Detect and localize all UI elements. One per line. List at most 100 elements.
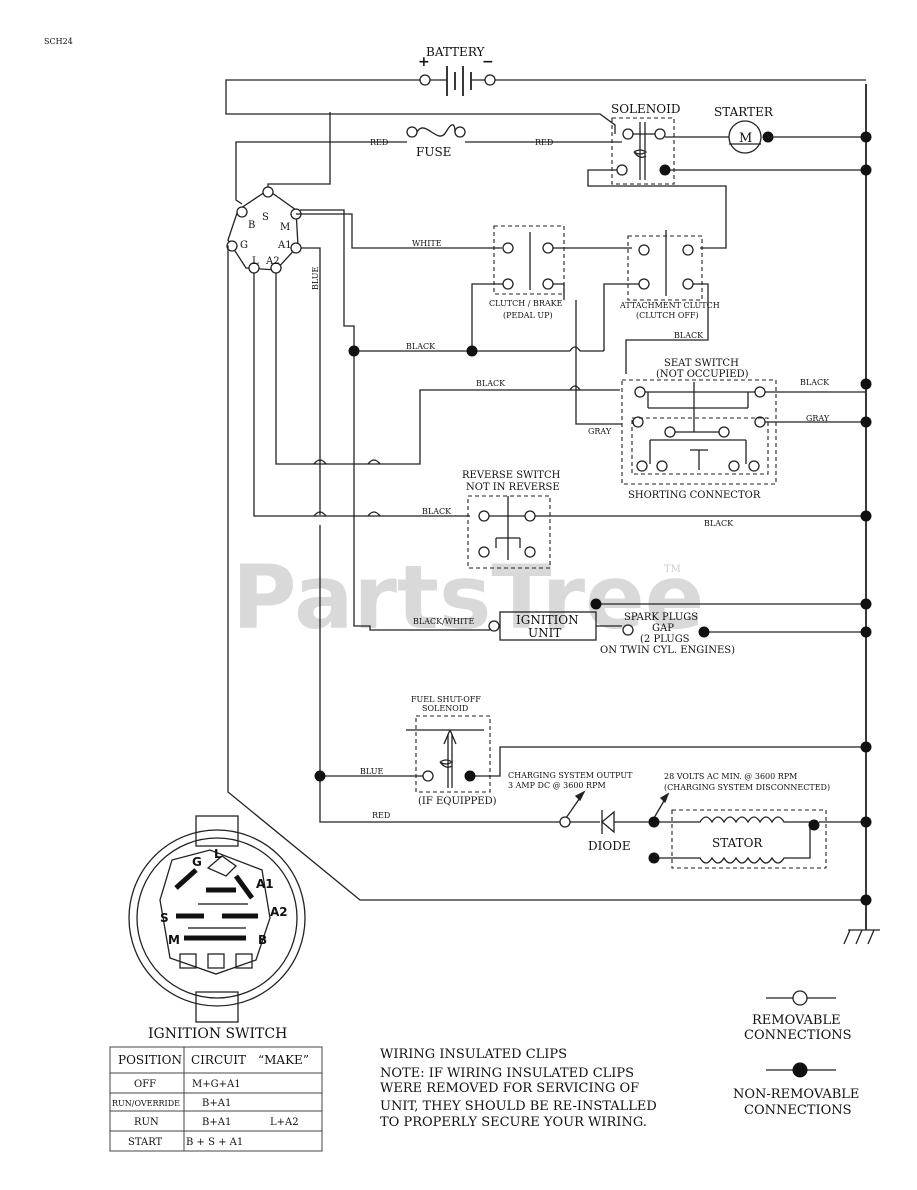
wire-red-3: RED xyxy=(372,811,390,820)
notes-line: TO PROPERLY SECURE YOUR WIRING. xyxy=(380,1115,647,1130)
table-row-circuit: B+A1 xyxy=(202,1117,231,1128)
table-row-position: START xyxy=(128,1137,163,1148)
notes-line: UNIT, THEY SHOULD BE RE-INSTALLED xyxy=(380,1099,657,1114)
table-header-make: “MAKE” xyxy=(258,1053,309,1067)
wire-black-1: BLACK xyxy=(406,342,436,351)
starter-solenoid: SOLENOID xyxy=(611,102,681,185)
wire-black-3: BLACK xyxy=(800,378,830,387)
ignition-switch-title: IGNITION SWITCH xyxy=(148,1026,287,1042)
wire-black-5: BLACK xyxy=(704,519,734,528)
wire-black-white: BLACK/WHITE xyxy=(413,617,474,626)
face-a2: A2 xyxy=(270,905,288,919)
charging-output-1: CHARGING SYSTEM OUTPUT xyxy=(508,771,633,780)
table-row-circuit: B+A1 xyxy=(202,1098,231,1109)
face-b: B xyxy=(258,933,267,947)
clutch-brake-switch: CLUTCH / BRAKE (PEDAL UP) xyxy=(489,225,565,320)
stator-label: STATOR xyxy=(712,836,763,850)
face-s: S xyxy=(160,911,169,925)
fuel-solenoid-label-1: FUEL SHUT-OFF xyxy=(411,695,481,704)
clutch-brake-label-1: CLUTCH / BRAKE xyxy=(489,299,563,308)
sheet-code: SCH24 xyxy=(44,37,73,46)
table-row-make: L+A2 xyxy=(270,1117,299,1128)
battery-plus: + xyxy=(418,54,430,70)
table-row-position: RUN xyxy=(134,1117,159,1128)
starter-label: STARTER xyxy=(714,105,774,119)
wire-black-2: BLACK xyxy=(476,379,506,388)
ignition-switch-face: G L A1 S A2 M B xyxy=(128,815,306,1023)
pin-b: B xyxy=(248,220,255,231)
fuse: FUSE xyxy=(406,124,466,159)
face-a1: A1 xyxy=(256,877,274,891)
wire-blue-v: BLUE xyxy=(311,267,320,290)
spark-plugs-label-2: GAP xyxy=(652,623,674,634)
reverse-switch-label-1: REVERSE SWITCH xyxy=(462,470,561,481)
wire-black-4: BLACK xyxy=(422,507,452,516)
fuel-solenoid-label-3: (IF EQUIPPED) xyxy=(418,796,497,807)
pin-l: L xyxy=(252,256,259,267)
table-row-position: OFF xyxy=(134,1079,156,1090)
pin-a2: A2 xyxy=(265,256,280,267)
attachment-clutch-switch: ATTACHMENT CLUTCH (CLUTCH OFF) xyxy=(619,230,720,320)
face-m: M xyxy=(168,933,180,947)
clutch-brake-label-2: (PEDAL UP) xyxy=(503,311,553,320)
charging-ac-1: 28 VOLTS AC MIN. @ 3600 RPM xyxy=(664,772,797,781)
ignition-switch-table: POSITION CIRCUIT “MAKE” OFF M+G+A1 RUN/O… xyxy=(109,1046,323,1152)
ground-bus xyxy=(843,84,880,945)
diode-label: DIODE xyxy=(588,839,631,853)
ignition-unit-label-2: UNIT xyxy=(528,626,561,640)
reverse-switch: REVERSE SWITCH NOT IN REVERSE xyxy=(462,470,561,569)
wire-gray-2: GRAY xyxy=(806,414,830,423)
table-row-circuit: B + S + A1 xyxy=(186,1137,243,1148)
face-g: G xyxy=(192,855,202,869)
attachment-clutch-label-2: (CLUTCH OFF) xyxy=(636,311,699,320)
solenoid-label: SOLENOID xyxy=(611,102,681,116)
diode: DIODE xyxy=(559,810,650,853)
charging-output-2: 3 AMP DC @ 3600 RPM xyxy=(508,781,606,790)
watermark-tm: TM xyxy=(664,564,681,575)
starter-motor: STARTER M xyxy=(665,105,866,154)
legend-removable-1: REMOVABLE xyxy=(752,1013,841,1028)
pin-m: M xyxy=(280,222,290,233)
legend: REMOVABLE CONNECTIONS NON-REMOVABLE CONN… xyxy=(733,990,859,1118)
pin-g: G xyxy=(240,240,248,251)
wire-black-att: BLACK xyxy=(674,331,704,340)
wire-red-1: RED xyxy=(370,138,388,147)
attachment-clutch-label-1: ATTACHMENT CLUTCH xyxy=(619,301,720,310)
face-l: L xyxy=(214,847,222,861)
stator: STATOR xyxy=(659,809,827,869)
fuse-label: FUSE xyxy=(416,145,451,159)
spark-plugs-label-4: ON TWIN CYL. ENGINES) xyxy=(600,645,735,656)
notes-title: WIRING INSULATED CLIPS xyxy=(380,1047,567,1062)
notes-line: NOTE: IF WIRING INSULATED CLIPS xyxy=(380,1066,634,1081)
legend-nonremovable-2: CONNECTIONS xyxy=(744,1103,852,1118)
spark-plugs-label-3: (2 PLUGS xyxy=(640,634,690,645)
table-row-position: RUN/OVERRIDE xyxy=(112,1099,180,1108)
fuel-shutoff-solenoid: FUEL SHUT-OFF SOLENOID (IF EQUIPPED) xyxy=(406,695,497,807)
ignition-switch-connector: B S M G A1 L A2 xyxy=(226,186,302,274)
seat-switch-label-1: SEAT SWITCH xyxy=(664,358,739,369)
table-row-circuit: M+G+A1 xyxy=(192,1079,241,1090)
wiring-notes: WIRING INSULATED CLIPS NOTE: IF WIRING I… xyxy=(380,1047,657,1130)
starter-m: M xyxy=(739,131,752,146)
shorting-connector-label: SHORTING CONNECTOR xyxy=(628,490,761,501)
legend-nonremovable-1: NON-REMOVABLE xyxy=(733,1087,859,1102)
table-header-circuit: CIRCUIT xyxy=(191,1053,246,1067)
pin-s: S xyxy=(262,212,269,223)
pin-a1: A1 xyxy=(277,240,292,251)
reverse-switch-label-2: NOT IN REVERSE xyxy=(466,482,560,493)
charging-ac-2: (CHARGING SYSTEM DISCONNECTED) xyxy=(664,783,830,792)
ignition-unit: IGNITION UNIT xyxy=(488,598,602,641)
watermark: PartsTree xyxy=(232,546,704,649)
wire-white: WHITE xyxy=(412,239,442,248)
spark-plugs: SPARK PLUGS GAP (2 PLUGS ON TWIN CYL. EN… xyxy=(600,612,735,656)
battery-label: BATTERY xyxy=(426,45,485,59)
seat-switch-label-2: (NOT OCCUPIED) xyxy=(656,369,749,380)
table-header-position: POSITION xyxy=(118,1053,182,1067)
battery: BATTERY + − xyxy=(418,45,496,96)
wire-gray-1: GRAY xyxy=(588,427,612,436)
wire-blue-h: BLUE xyxy=(360,767,383,776)
wire-red-2: RED xyxy=(535,138,553,147)
battery-minus: − xyxy=(482,54,494,70)
ignition-unit-label-1: IGNITION xyxy=(516,613,579,627)
legend-removable-2: CONNECTIONS xyxy=(744,1028,852,1043)
